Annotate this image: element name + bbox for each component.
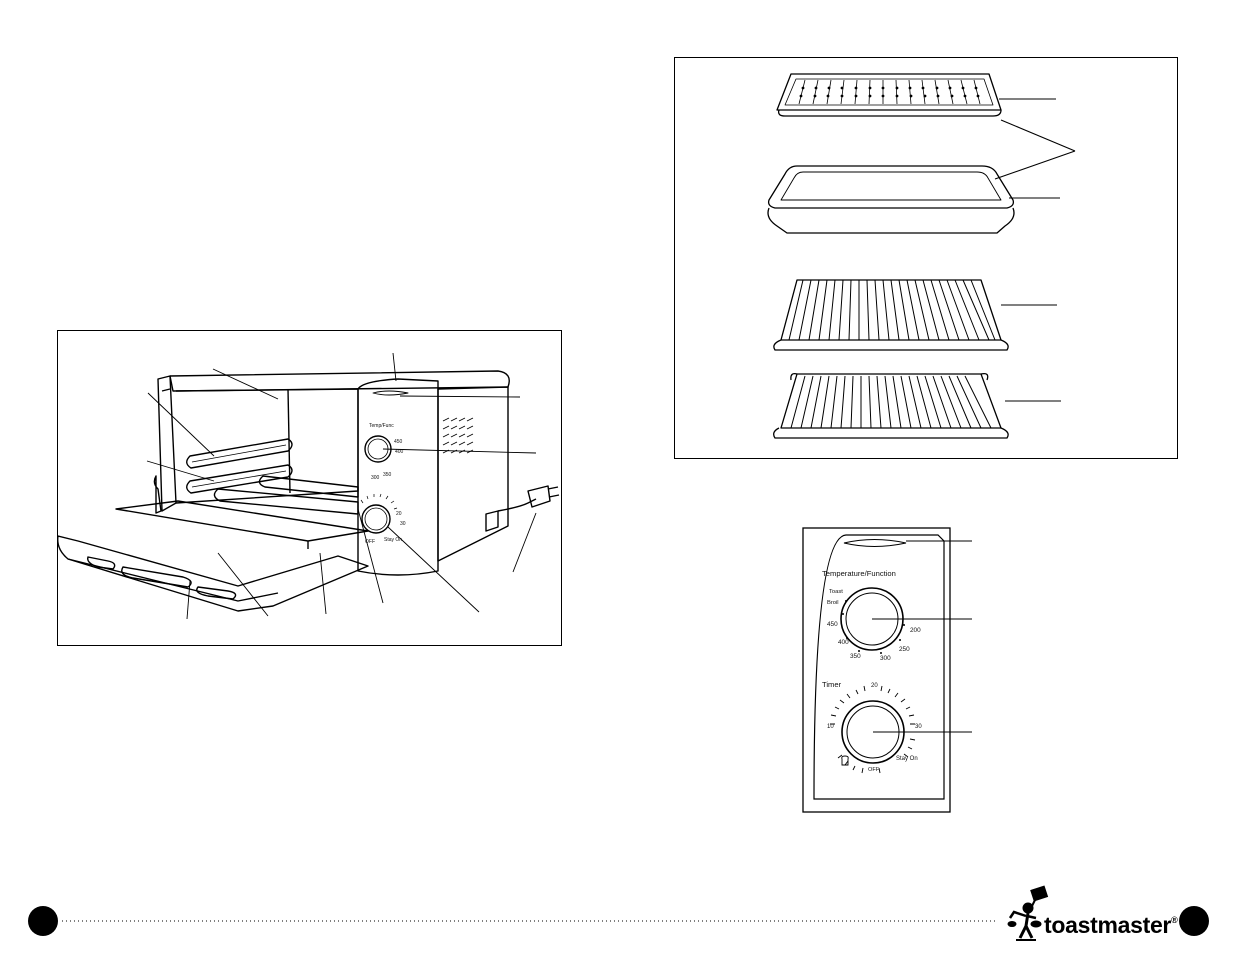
svg-text:20: 20 [396,511,402,517]
svg-text:Stay On: Stay On [384,537,402,543]
temp-mark-350: 350 [850,653,861,660]
temp-mark-400: 400 [838,639,849,646]
brand-name: toastmaster [1044,912,1172,938]
toaster-oven-drawing: Temp/Func 450 400 350 300 20 30 Stay On … [57,352,560,620]
temp-mark-broil: Broil [827,600,839,606]
temp-mark-450: 450 [827,621,838,628]
temp-mark-300: 300 [880,655,891,662]
timer-mark-10: 10 [827,724,834,730]
oven-illustration-panel: Temp/Func 450 400 350 300 20 30 Stay On … [57,330,562,646]
svg-text:400: 400 [395,449,404,455]
svg-text:OFF: OFF [365,539,375,545]
broil-rack [776,73,1002,117]
svg-text:350: 350 [383,472,392,478]
svg-text:30: 30 [400,521,406,527]
toastmaster-wordmark: toastmaster® [1044,912,1178,939]
temp-mark-toast: Toast [829,589,843,595]
temp-mark-200: 200 [910,627,921,634]
dotted-footer-rule [62,920,998,922]
right-page-tab [1179,906,1209,936]
temp-mark-250: 250 [899,646,910,653]
svg-text:300: 300 [371,475,380,481]
timer-mark-30: 30 [915,724,922,730]
timer-mark-20: 20 [871,683,878,689]
left-page-tab [28,906,58,936]
control-panel-drawing: Temperature/Function Toast Broil 450 400… [802,527,972,813]
timer-mark-stay-on: Stay On [896,756,918,762]
bake-pan [767,165,1015,234]
registered-mark: ® [1171,915,1178,925]
accessories-drawing [767,73,1076,439]
timer-mark-off: OFF [868,767,880,773]
accessories-panel [674,57,1178,459]
svg-text:450: 450 [394,439,403,445]
control-panel-closeup: Temperature/Function Toast Broil 450 400… [802,527,980,814]
second-rack [773,372,1009,439]
timer-heading: Timer [822,680,842,689]
svg-text:Temp/Func: Temp/Func [369,423,394,429]
toastmaster-mascot-logo [1007,885,1049,941]
temperature-function-heading: Temperature/Function [822,569,896,578]
oven-rack [773,279,1009,351]
